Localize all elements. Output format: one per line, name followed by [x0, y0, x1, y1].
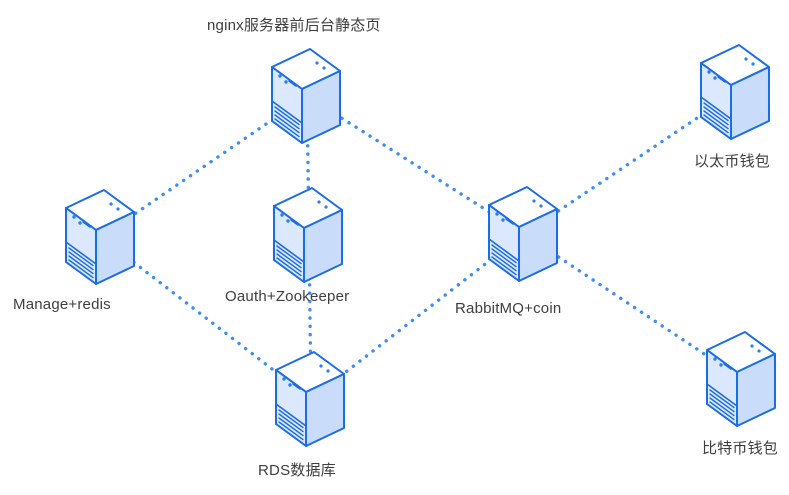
edge-oauth-rds [307, 233, 313, 401]
server-icon [65, 189, 135, 285]
server-icon [273, 187, 343, 283]
edge-manage-rds [99, 235, 313, 401]
diagram-node-rds[interactable]: RDS数据库 [258, 351, 346, 479]
server-icon [488, 186, 558, 282]
node-label: RabbitMQ+coin [455, 300, 562, 317]
server-icon [275, 351, 345, 447]
diagram-node-oauth[interactable]: Oauth+Zookeeper [225, 187, 349, 305]
node-label: Oauth+Zookeeper [225, 288, 350, 305]
server-icon [271, 48, 341, 144]
diagram-node-eth[interactable]: 以太币钱包 [694, 44, 771, 170]
edge-nginx-rabbitmq [305, 94, 526, 236]
node-label: nginx服务器前后台静态页 [207, 17, 381, 34]
diagram-node-btc[interactable]: 比特币钱包 [702, 331, 778, 457]
server-icon [700, 44, 770, 140]
diagram-node-manage[interactable]: Manage+redis [13, 189, 136, 313]
diagram-node-rabbitmq[interactable]: RabbitMQ+coin [455, 186, 561, 317]
node-label: RDS数据库 [258, 462, 336, 479]
edge-rabbitmq-eth [522, 90, 738, 236]
edge-rabbitmq-rds [309, 232, 526, 401]
node-label: 以太币钱包 [694, 153, 771, 170]
node-label: 比特币钱包 [702, 440, 779, 457]
node-label: Manage+redis [13, 296, 111, 313]
server-icon [706, 331, 776, 427]
diagram-node-nginx[interactable]: nginx服务器前后台静态页 [207, 17, 380, 145]
